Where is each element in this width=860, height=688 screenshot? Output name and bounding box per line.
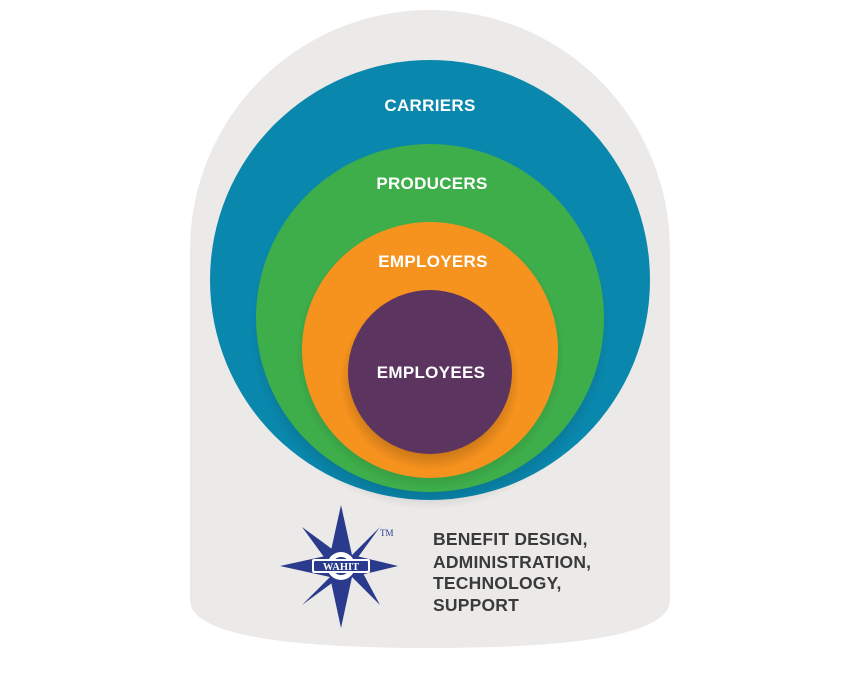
ring-employees [348,290,512,454]
trademark-mark: TM [380,528,394,538]
ring-label-producers: PRODUCERS [376,174,487,193]
wahit-logo: WAHIT TM [280,505,398,628]
caption: BENEFIT DESIGN, ADMINISTRATION, TECHNOLO… [433,529,591,615]
ring-label-carriers: CARRIERS [384,96,475,115]
ring-label-employers: EMPLOYERS [378,252,487,271]
caption-line: TECHNOLOGY, [433,573,562,593]
logo-banner-inner [314,561,368,571]
logo-text: WAHIT [323,562,359,573]
caption-line: SUPPORT [433,595,519,615]
caption-line: BENEFIT DESIGN, [433,529,588,549]
ring-label-employees: EMPLOYEES [377,363,486,382]
caption-line: ADMINISTRATION, [433,552,591,572]
